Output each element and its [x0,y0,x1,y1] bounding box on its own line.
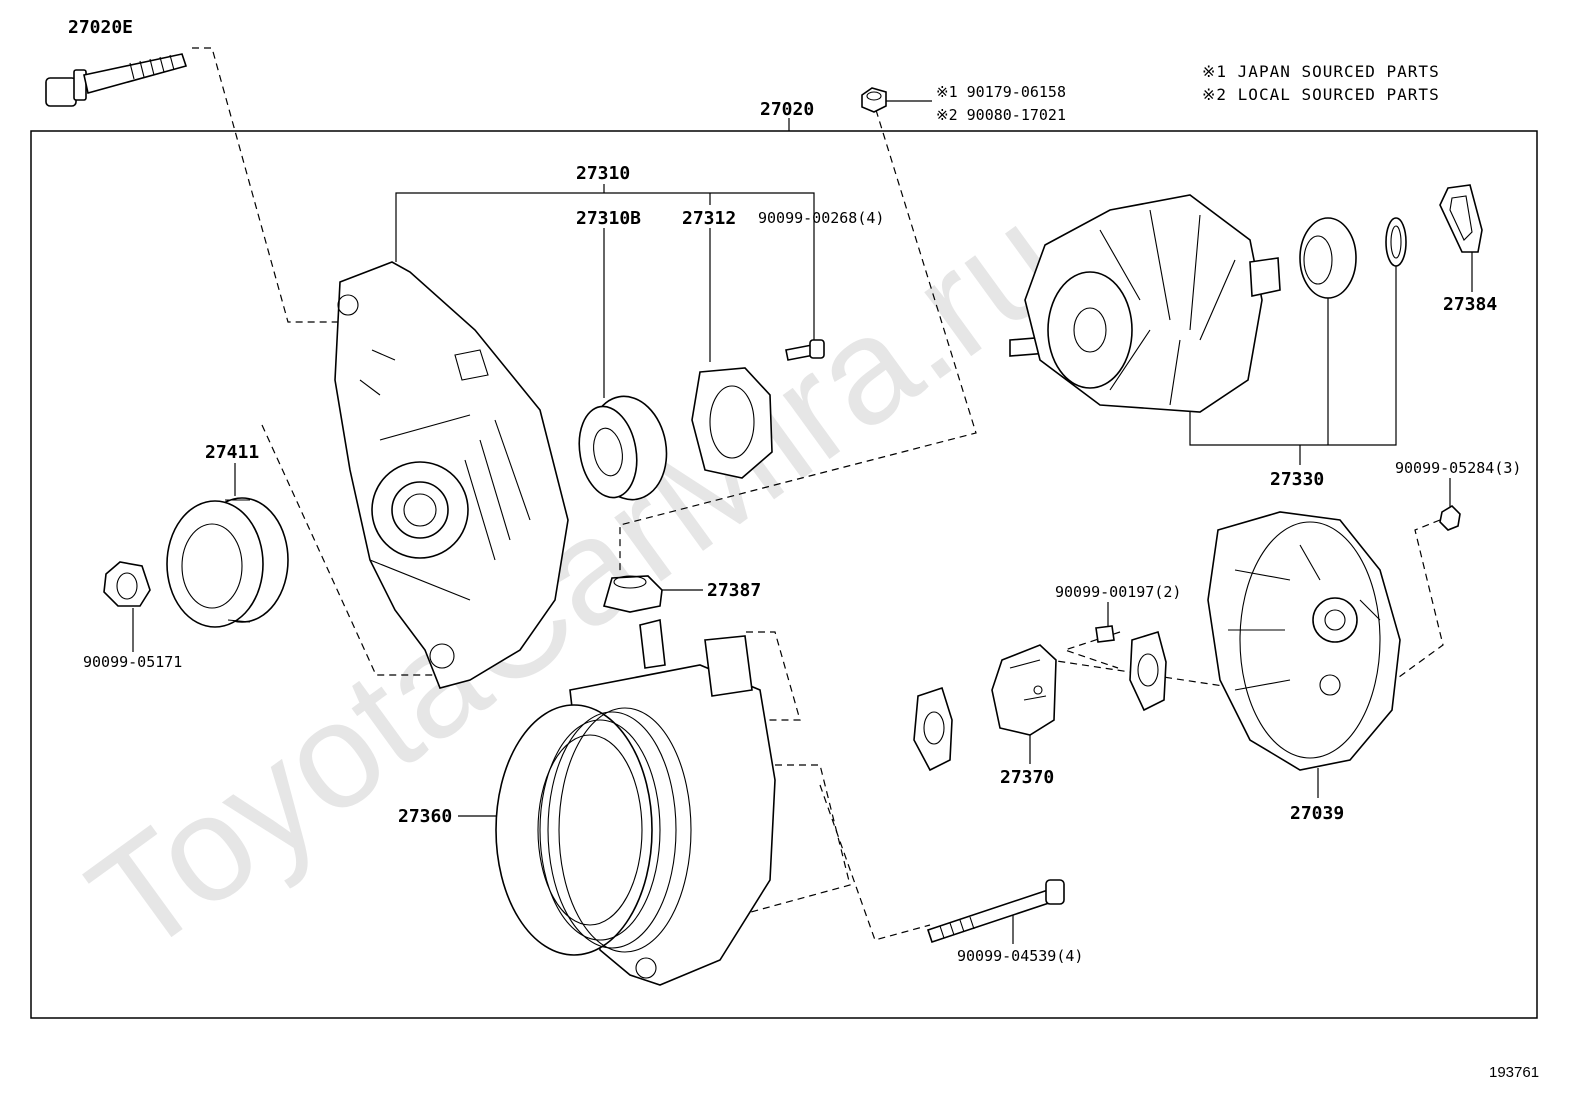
pulley-27411 [166,497,289,628]
retainer-plate-27312 [691,367,773,479]
figure-number: 193761 [1489,1064,1539,1081]
label-27384[interactable]: 27384 [1443,294,1497,315]
note-japan-sourced: ※1 JAPAN SOURCED PARTS [1202,62,1440,81]
stator-housing-27360 [495,619,776,986]
rear-end-frame-27039 [1207,511,1401,771]
label-27020E[interactable]: 27020E [68,17,133,38]
part-labels: 27020E 27020 27310 27310B 27312 90099-00… [68,17,1521,965]
label-27370[interactable]: 27370 [1000,767,1054,788]
label-27312[interactable]: 27312 [682,208,736,229]
gasket-right [1129,630,1167,712]
note-local-sourced: ※2 LOCAL SOURCED PARTS [1202,85,1440,104]
drive-end-frame-27310 [334,261,569,689]
label-27387[interactable]: 27387 [707,580,761,601]
label-27360[interactable]: 27360 [398,806,452,827]
cover-27384 [1439,184,1483,253]
gasket-left [913,686,953,772]
label-90099-05171[interactable]: 90099-05171 [83,653,182,671]
nut-alt-part [861,87,887,113]
assembly-frame [30,130,1538,1019]
bearing-ring [1385,217,1407,267]
label-90099-00268[interactable]: 90099-00268(4) [758,209,884,227]
label-90099-04539[interactable]: 90099-04539(4) [957,947,1083,965]
alt-part-number-1[interactable]: ※1 90179-06158 [936,83,1066,101]
nut-90099-05171 [103,561,151,607]
label-90099-05284[interactable]: 90099-05284(3) [1395,459,1521,477]
rear-bearing [1299,217,1357,299]
alt-part-number-2[interactable]: ※2 90080-17021 [936,106,1066,124]
nut-90099-05284 [1439,504,1461,531]
bearing-27310B [578,395,668,501]
brush-holder-27370 [991,644,1057,736]
sourcing-notes: ※1 JAPAN SOURCED PARTS ※2 LOCAL SOURCED … [936,62,1440,124]
bolt-90099-04539 [926,879,1065,944]
insulator-27387 [602,575,663,613]
screw-90099-00197 [1095,625,1115,643]
screw-90099-00268 [785,339,825,361]
label-27310B[interactable]: 27310B [576,208,641,229]
leader-lines [132,100,1473,944]
label-90099-00197[interactable]: 90099-00197(2) [1055,583,1181,601]
label-27330[interactable]: 27330 [1270,469,1324,490]
label-27411[interactable]: 27411 [205,442,259,463]
label-27020[interactable]: 27020 [760,99,814,120]
bolt-27020E [45,53,188,107]
label-27039[interactable]: 27039 [1290,803,1344,824]
rotor-27330 [1009,194,1281,413]
label-27310[interactable]: 27310 [576,163,630,184]
